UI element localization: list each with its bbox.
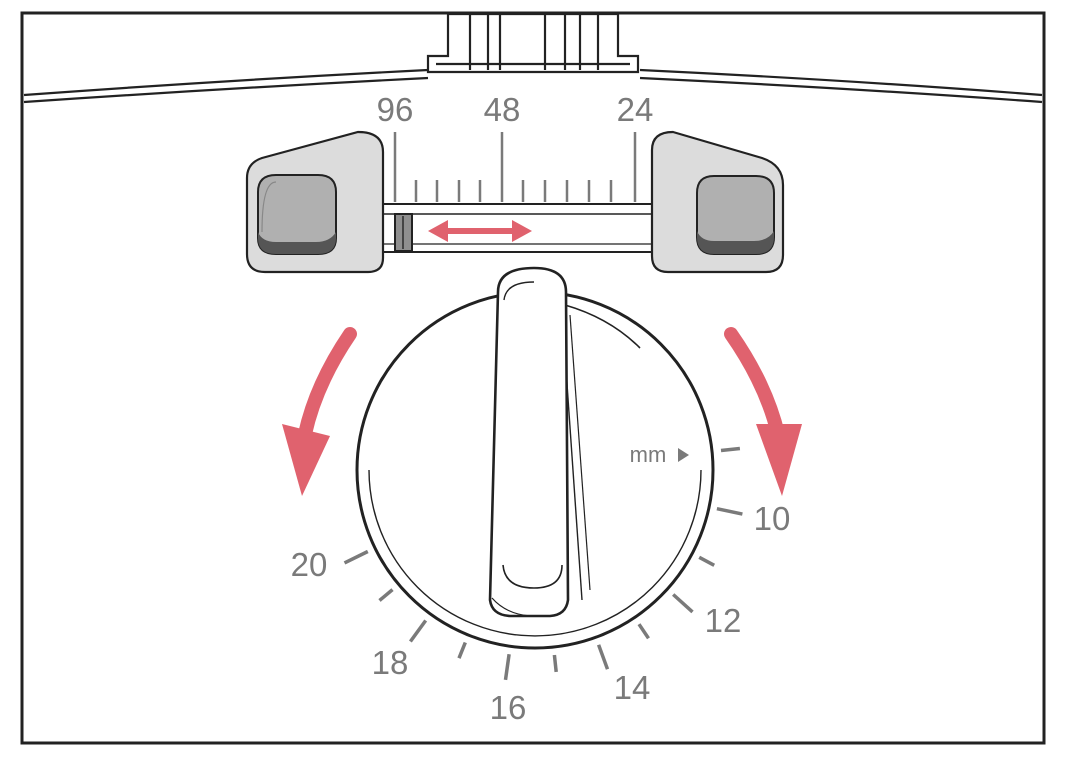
dial-tick — [378, 588, 394, 602]
dial-tick — [552, 654, 558, 673]
scale-label-96: 96 — [377, 91, 414, 128]
dial-scale-ticks — [343, 446, 743, 681]
dial-tick — [672, 593, 694, 614]
dial-tick — [698, 555, 716, 567]
slider-indicator[interactable] — [394, 213, 413, 252]
dial-tick — [457, 641, 467, 659]
dial-tick — [716, 506, 743, 516]
dial-tick — [343, 549, 369, 565]
dial-tick — [596, 644, 610, 670]
stitch-dial[interactable] — [355, 266, 715, 650]
dial-label-14: 14 — [614, 669, 651, 706]
dial-label-16: 16 — [490, 689, 527, 726]
top-scale-ticks — [393, 132, 637, 202]
dial-tick — [503, 653, 511, 681]
top-connector — [426, 12, 640, 74]
dial-grip[interactable] — [488, 266, 641, 618]
dial-tick — [408, 619, 428, 643]
right-slider-handle[interactable] — [650, 130, 785, 274]
machine-top-edge — [23, 68, 1043, 104]
rotate-counterclockwise-arrow-icon — [282, 327, 357, 496]
dial-label-20: 20 — [291, 546, 328, 583]
scale-label-24: 24 — [617, 91, 654, 128]
dial-label-18: 18 — [372, 644, 409, 681]
dial-label-12: 12 — [705, 602, 742, 639]
scale-label-48: 48 — [484, 91, 521, 128]
dial-label-10: 10 — [754, 500, 791, 537]
rotate-clockwise-arrow-icon — [724, 327, 802, 496]
triangle-pointer-icon — [678, 448, 689, 462]
dial-tick — [637, 623, 650, 640]
unit-label-mm: mm — [630, 442, 667, 467]
left-slider-handle[interactable] — [245, 130, 385, 274]
dial-tick — [720, 446, 741, 453]
slider-double-arrow-icon — [428, 220, 532, 242]
